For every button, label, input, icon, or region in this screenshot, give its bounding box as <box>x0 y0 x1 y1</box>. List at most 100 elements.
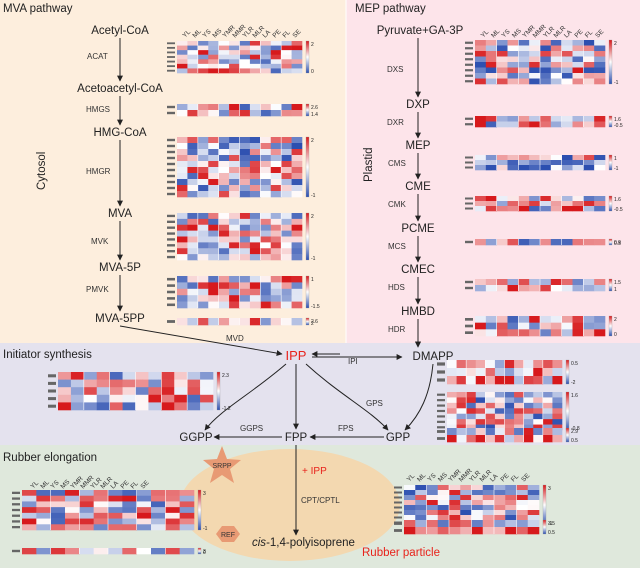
tissue-label: LA <box>109 479 120 490</box>
gene-label <box>465 58 473 61</box>
tissue-label: LA <box>563 28 574 39</box>
enzyme-cmk: CMK <box>388 200 406 209</box>
tissue-label: SE <box>520 472 532 484</box>
tissue-label: YL <box>406 473 417 484</box>
tissue-label: SE <box>139 479 151 491</box>
gene-label <box>167 105 175 109</box>
gene-label <box>167 156 175 160</box>
gene-label <box>167 46 175 49</box>
plastid-label: Plastid <box>363 147 375 182</box>
tissue-label: FL <box>584 29 595 40</box>
tissue-label: YL <box>29 480 40 491</box>
scale-max: 3 <box>548 486 551 492</box>
gene-label <box>394 491 402 494</box>
gene-label <box>437 370 445 374</box>
heatmap-hmgr: 2 -1 <box>167 136 316 199</box>
gene-label <box>465 166 473 169</box>
gene-label <box>437 393 445 396</box>
gene-label <box>167 244 175 247</box>
scale-min: 1 <box>614 287 617 293</box>
gene-label <box>167 174 175 178</box>
scale-max: 2.6 <box>311 105 318 111</box>
gene-label <box>437 362 445 366</box>
tissue-label: FL <box>281 29 292 40</box>
scale-min: 2 <box>311 321 314 327</box>
enzyme-acat: ACAT <box>87 52 108 61</box>
enzyme-ggps: GGPS <box>240 424 263 433</box>
scale-max: 1 <box>311 277 314 283</box>
gene-label <box>394 506 402 509</box>
heatmap-mvd: 2.62 <box>167 317 318 327</box>
heatmap-dxr: 1.6-0.5 <box>465 115 623 129</box>
tissue-label: SE <box>291 28 303 40</box>
scale-min: -1.2 <box>222 406 231 412</box>
initiator-title: Initiator synthesis <box>3 349 92 361</box>
gene-label <box>437 378 445 382</box>
scale-min: -1 <box>311 193 316 199</box>
node-mva: MVA <box>108 208 132 220</box>
enzyme-dxr: DXR <box>387 118 404 127</box>
node-pcme: PCME <box>401 223 435 235</box>
scale-max: 0.5 <box>571 361 578 367</box>
scale-min: -1 <box>614 166 619 172</box>
gene-label <box>167 214 175 218</box>
gene-label <box>465 69 473 72</box>
heatmap-mvk: 2-1 <box>167 212 316 262</box>
gene-label <box>465 117 473 120</box>
tissue-label: PE <box>499 472 511 484</box>
node-acetyl-coa: Acetyl-CoA <box>91 25 149 37</box>
scale-max: 2 <box>614 41 617 47</box>
heatmap-cmk: 1.6-0.5 <box>465 195 623 213</box>
gene-label <box>167 220 175 223</box>
gene-label <box>48 404 56 408</box>
gene-label <box>437 409 445 413</box>
node-acetoacetyl-coa: Acetoacetyl-CoA <box>77 83 163 95</box>
gene-label <box>437 437 445 440</box>
gene-label <box>48 397 56 401</box>
gene-label <box>394 486 402 489</box>
heatmap-pmvk: 1-1.5 <box>167 275 320 310</box>
scale-max: 2 <box>311 138 314 144</box>
mva-title: MVA pathway <box>3 3 73 15</box>
tissue-label: SE <box>594 28 606 40</box>
scale-max: 1 <box>614 156 617 162</box>
enzyme-mvk: MVK <box>91 237 109 246</box>
heatmap-acat: 20 <box>167 40 314 75</box>
node-fpp: FPP <box>285 432 308 444</box>
gene-label <box>465 197 473 200</box>
heatmap-cms: 1 -1 <box>465 154 619 172</box>
heatmap-hdr: 20 <box>465 315 617 338</box>
node-hmbd: HMBD <box>401 306 435 318</box>
product-polyisoprene: cis-1,4-polyisoprene <box>252 537 355 549</box>
enzyme-pmvk: PMVK <box>86 285 109 294</box>
gene-label <box>465 156 473 159</box>
gene-label <box>167 226 175 229</box>
gene-label <box>167 144 175 148</box>
scale-min: -1 <box>203 526 208 532</box>
gene-label <box>167 290 175 294</box>
elongation-title: Rubber elongation <box>3 452 97 464</box>
gene-label <box>465 207 473 210</box>
heatmap-cptl: 3.50.5 <box>394 519 555 536</box>
gene-label <box>167 65 175 68</box>
scale-min: 0 <box>614 332 617 338</box>
heatmap-ipi: 2.3-1.2 <box>48 371 231 412</box>
scale-min: -2 <box>571 380 576 386</box>
scale-max: 2.6 <box>311 319 318 325</box>
scale-max: 1.6 <box>614 117 621 123</box>
gene-label <box>465 318 473 321</box>
gene-label <box>167 297 175 300</box>
mep-title: MEP pathway <box>355 3 426 15</box>
gene-label <box>167 180 175 184</box>
gene-label <box>437 430 445 433</box>
scale-min: -1 <box>311 256 316 262</box>
gene-label <box>465 47 473 50</box>
rubber-particle-label: Rubber particle <box>362 547 440 559</box>
tissue-label: PE <box>119 479 131 491</box>
gene-label <box>167 150 175 154</box>
gene-label <box>167 250 175 253</box>
enzyme-mcs: MCS <box>388 242 406 251</box>
node-mva-5pp: MVA-5PP <box>95 313 145 325</box>
